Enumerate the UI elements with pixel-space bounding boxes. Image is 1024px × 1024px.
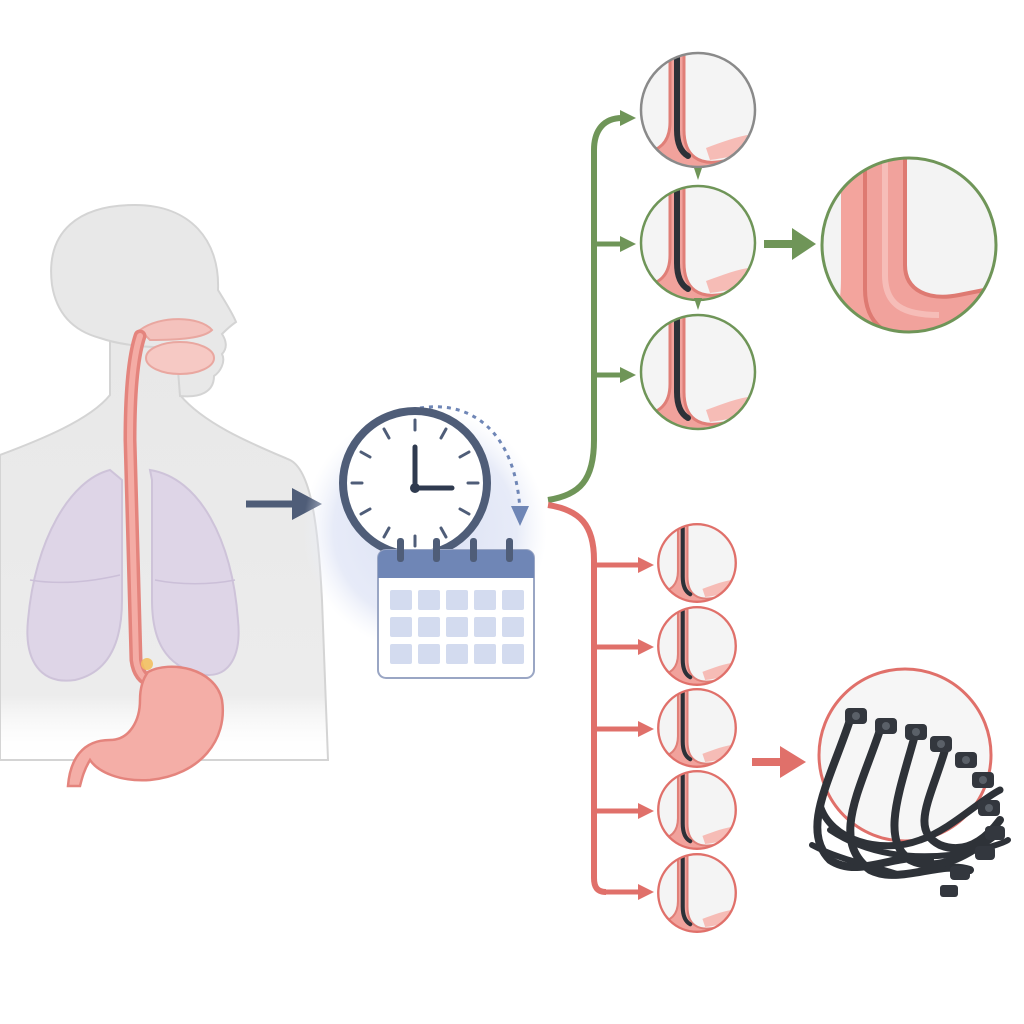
clock-calendar-icon <box>303 405 547 679</box>
arrow-to-healthy-result <box>764 228 816 260</box>
red-branch <box>547 502 654 900</box>
endoscopy-view-green-3 <box>638 302 768 442</box>
endoscopy-view-green-2 <box>638 173 768 313</box>
green-sequence-arrows <box>694 168 702 310</box>
endoscopy-view-red-2 <box>656 598 744 693</box>
endoscopy-view-red-3 <box>656 680 744 775</box>
human-torso-esophagus-icon <box>0 203 330 788</box>
endoscopy-view-green-1 <box>638 40 768 180</box>
endoscopy-view-red-5 <box>656 845 744 940</box>
healthy-esophagus-icon <box>820 156 998 334</box>
endoscopy-view-red-4 <box>656 762 744 857</box>
endoscope-pile-icon <box>809 667 1011 897</box>
arrow-to-endoscope-pile <box>752 746 806 778</box>
green-branch <box>547 110 636 503</box>
endoscopy-view-red-1 <box>656 515 744 610</box>
